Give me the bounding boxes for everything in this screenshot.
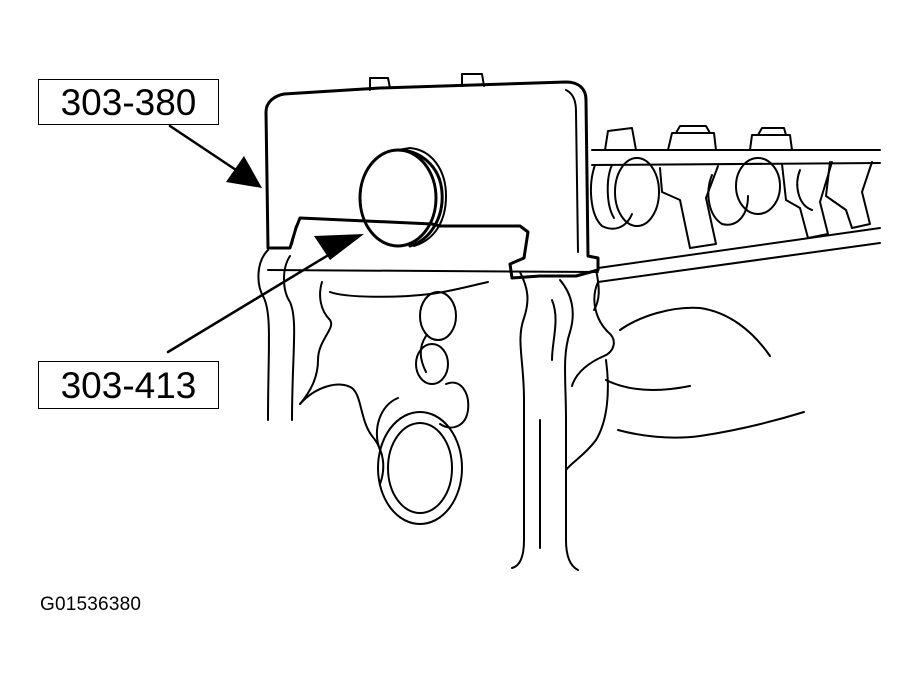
engine-deck — [267, 227, 881, 283]
engine-block — [257, 249, 805, 571]
tool-303-380-bracket — [264, 73, 600, 280]
leader-arrows — [166, 124, 342, 354]
leader-line-upper — [168, 124, 238, 172]
callout-label-303-413: 303-413 — [60, 364, 197, 406]
callout-tool-303-413: 303-413 — [38, 361, 219, 409]
tool-303-413-disc — [358, 147, 447, 248]
arrowhead-lower — [314, 234, 364, 260]
leader-line-lower — [166, 246, 342, 354]
figure-identifier: G01536380 — [40, 594, 142, 615]
arrowhead-upper — [226, 156, 262, 188]
camshaft-assembly — [590, 125, 881, 249]
callout-label-303-380: 303-380 — [60, 81, 197, 123]
callout-tool-303-380: 303-380 — [38, 79, 219, 125]
